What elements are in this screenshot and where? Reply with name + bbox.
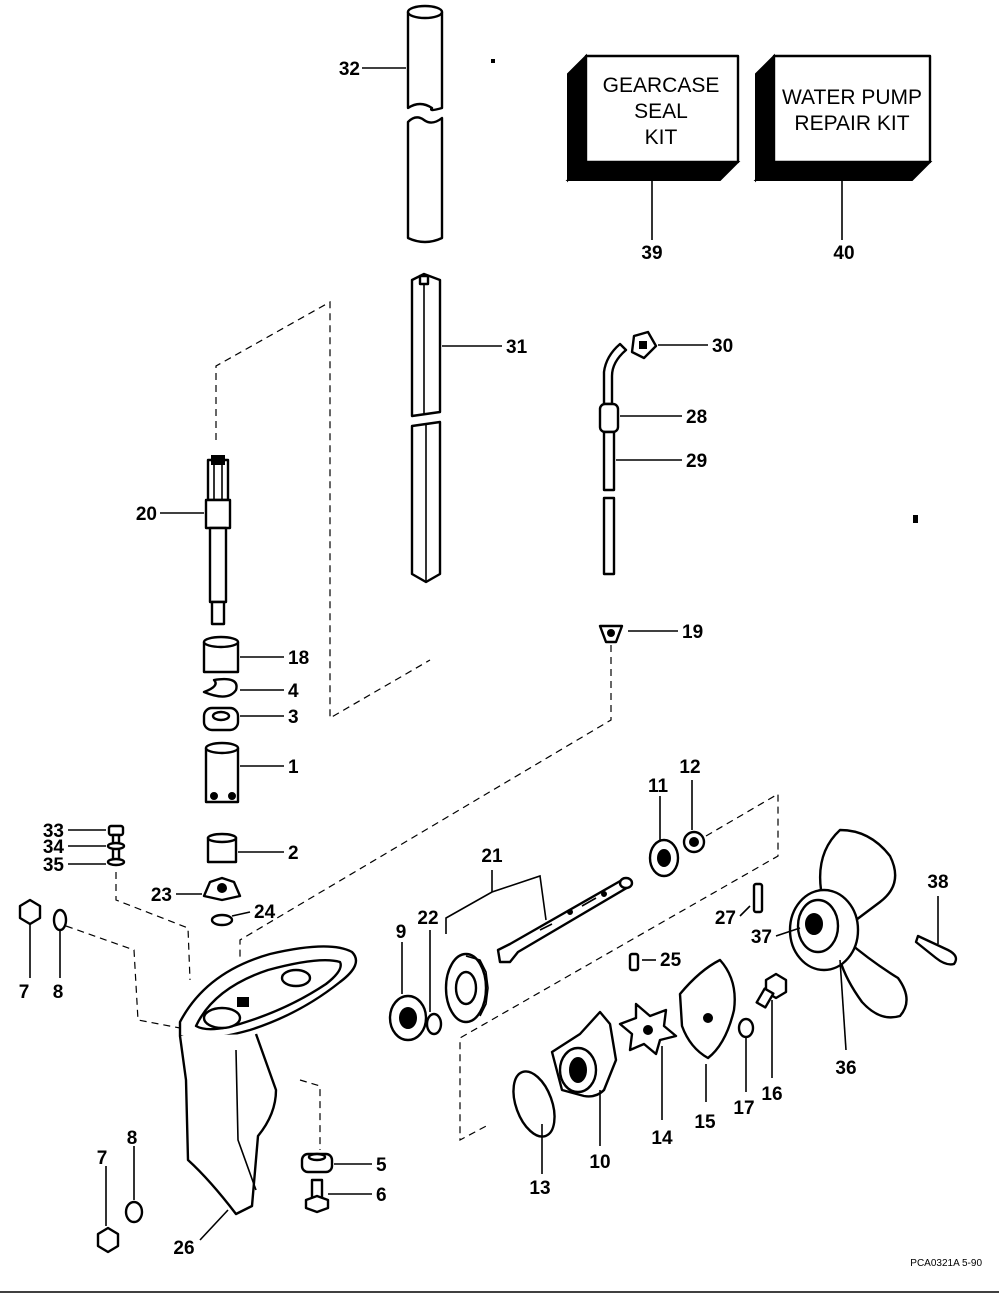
shift-rod-31: 31 (410, 272, 528, 584)
sleeve-1: 1 (204, 741, 299, 804)
pump-housing-10: 10 (550, 1010, 618, 1173)
callout-9: 9 (396, 922, 407, 943)
callout-28: 28 (686, 407, 707, 428)
pinion-gear-23: 23 (151, 876, 242, 906)
callout-32: 32 (339, 59, 360, 80)
pin-25: 25 (628, 950, 682, 972)
impeller-14: 14 (618, 1002, 678, 1149)
washer-8-lower: 8 (124, 1128, 144, 1224)
kit-39-line-1: GEARCASE (603, 74, 720, 97)
callout-11: 11 (648, 776, 669, 797)
driveshaft-20: 20 (136, 455, 232, 626)
propeller-shaft-21: 21 (445, 846, 634, 964)
plug-5: 5 (300, 1152, 387, 1176)
callout-6: 6 (376, 1185, 387, 1206)
callout-2: 2 (288, 843, 299, 864)
water-pump-repair-kit-box: WATER PUMP REPAIR KIT 40 (753, 53, 933, 264)
o-ring-13: 13 (512, 1070, 556, 1199)
callout-17: 17 (733, 1098, 754, 1119)
callout-30: 30 (712, 336, 733, 357)
nut-24: 24 (210, 902, 276, 927)
callout-13: 13 (529, 1178, 550, 1199)
washer-17: 17 (733, 1017, 755, 1119)
callout-33: 33 (43, 821, 64, 842)
callout-27: 27 (715, 908, 736, 929)
callout-40: 40 (833, 243, 854, 264)
callout-8-upper: 8 (53, 982, 64, 1003)
cotter-pin-38: 38 (914, 872, 958, 966)
kit-40-line-2: REPAIR KIT (794, 112, 909, 135)
impeller-plate-15: 15 (678, 958, 736, 1133)
callout-25: 25 (660, 950, 682, 971)
screw-33: 33 (43, 821, 125, 863)
bearing-11: 11 (648, 776, 680, 878)
bearing-18: 18 (202, 635, 309, 674)
screw-16: 16 (755, 972, 788, 1105)
washer-34: 34 (43, 837, 126, 858)
drawing-code: PCA0321A 5-90 (910, 1258, 982, 1269)
callout-4: 4 (288, 681, 299, 702)
nut-7-lower: 7 (97, 1148, 120, 1254)
callout-12: 12 (679, 757, 700, 778)
bushing-2: 2 (206, 832, 299, 864)
kit-39-line-2: SEAL (634, 100, 688, 123)
callout-14: 14 (651, 1128, 673, 1149)
callout-24: 24 (254, 902, 276, 923)
callout-22: 22 (417, 908, 438, 929)
kit-39-line-3: KIT (645, 126, 678, 149)
callout-19: 19 (682, 622, 703, 643)
gearcase-seal-kit-box: GEARCASE SEAL KIT 39 (565, 53, 741, 264)
gearcase-26: 26 (173, 945, 358, 1259)
callout-16: 16 (761, 1084, 782, 1105)
callout-10: 10 (589, 1152, 610, 1173)
callout-36: 36 (835, 1058, 856, 1079)
callout-18: 18 (288, 648, 309, 669)
washer-8-upper: 8 (53, 908, 68, 1003)
callout-38: 38 (927, 872, 948, 893)
screw-6: 6 (304, 1178, 387, 1214)
callout-8-lower: 8 (127, 1128, 138, 1149)
callout-3: 3 (288, 707, 299, 728)
callout-7-lower: 7 (97, 1148, 108, 1169)
callout-29: 29 (686, 451, 707, 472)
propeller-36: 36 37 (751, 828, 908, 1079)
water-tube-32: 32 (339, 4, 444, 244)
callout-37: 37 (751, 927, 772, 948)
water-tube-assembly: 30 28 29 19 (598, 330, 733, 644)
callout-15: 15 (694, 1112, 716, 1133)
callout-20: 20 (136, 504, 157, 525)
washer-35: 35 (43, 855, 126, 876)
callout-21: 21 (481, 846, 503, 867)
callout-35: 35 (43, 855, 65, 876)
callout-1: 1 (288, 757, 299, 778)
callout-39: 39 (641, 243, 662, 264)
callout-23: 23 (151, 885, 172, 906)
forward-gear (444, 952, 489, 1024)
nut-7-upper: 7 (19, 898, 42, 1003)
washer-22: 22 (417, 908, 443, 1036)
callout-7-upper: 7 (19, 982, 30, 1003)
bearing-9: 9 (388, 922, 428, 1042)
retaining-ring-4: 4 (202, 677, 299, 702)
shear-pin-27: 27 (715, 882, 764, 929)
callout-34: 34 (43, 837, 65, 858)
callout-31: 31 (506, 337, 528, 358)
seal-3: 3 (202, 706, 299, 732)
callout-26: 26 (173, 1238, 194, 1259)
kit-40-line-1: WATER PUMP (782, 86, 922, 109)
seal-12: 12 (679, 757, 706, 854)
callout-5: 5 (376, 1155, 387, 1176)
